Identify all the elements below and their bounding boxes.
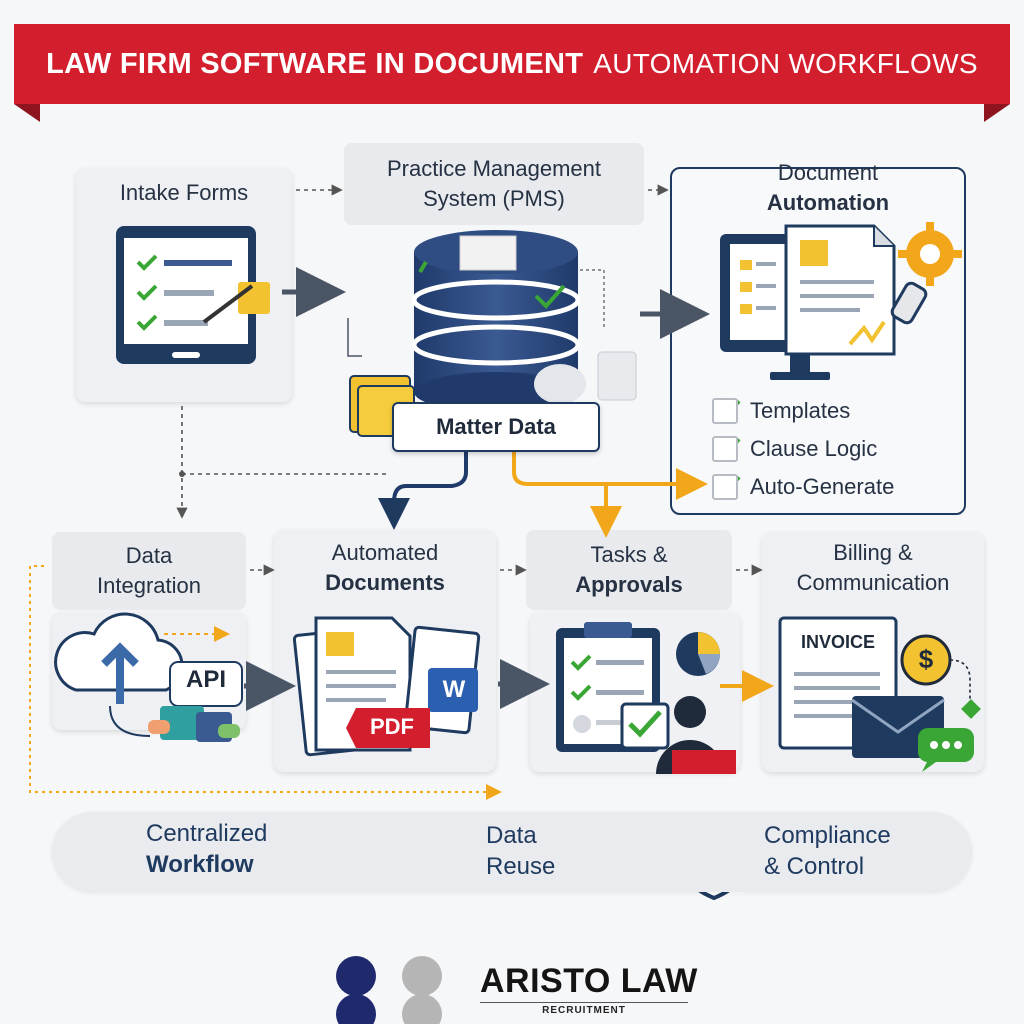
benefit-line1: Data	[486, 822, 537, 849]
automated-label: Automated Documents	[274, 538, 496, 597]
billing-line2: Communication	[796, 569, 950, 595]
check-item-templates: Templates	[712, 392, 894, 430]
logo-subtitle: RECRUITMENT	[480, 1002, 688, 1016]
logo-name: ARISTO LAW	[480, 962, 698, 1000]
benefit-data-reuse: Data Reuse	[486, 820, 555, 882]
monitor-document-icon	[720, 224, 896, 380]
docauto-label: Document Automation	[680, 158, 976, 217]
docauto-line2: Automation	[766, 189, 890, 215]
automated-line2: Documents	[325, 569, 445, 595]
tasks-line2: Approvals	[575, 572, 683, 597]
checkbox-icon	[712, 436, 738, 462]
banner-fold-left	[14, 104, 40, 122]
benefit-compliance: Compliance & Control	[764, 820, 891, 882]
docauto-line1: Document	[777, 160, 879, 185]
banner-fold-right	[984, 104, 1010, 122]
benefit-centralized: Centralized Workflow	[146, 818, 267, 880]
check-item-label: Clause Logic	[750, 436, 878, 461]
billing-line1: Billing &	[833, 540, 913, 565]
title-banner: LAW FIRM SOFTWARE IN DOCUMENT AUTOMATION…	[14, 24, 1010, 104]
integration-label-box: Data Integration	[52, 532, 246, 610]
chat-bubble-icon	[918, 728, 974, 772]
puzzle-icon	[148, 706, 240, 742]
pdf-label: PDF	[370, 714, 414, 739]
title-light: AUTOMATION WORKFLOWS	[593, 48, 978, 79]
pms-label-box: Practice Management System (PMS)	[344, 143, 644, 225]
tasks-label-box: Tasks & Approvals	[526, 530, 732, 610]
pie-chart-icon	[676, 632, 720, 676]
benefit-line1: Centralized	[146, 820, 268, 847]
check-item-clause-logic: Clause Logic	[712, 430, 894, 468]
billing-label: Billing & Communication	[762, 538, 984, 597]
benefit-line2: Reuse	[486, 853, 556, 881]
word-label: W	[442, 676, 466, 703]
benefit-line1: Compliance	[764, 822, 891, 849]
tablet-form-icon	[116, 226, 270, 364]
clipboard-check-icon	[556, 622, 670, 752]
benefit-line2: & Control	[764, 853, 865, 881]
currency-label: $	[918, 644, 934, 674]
pms-line2: System (PMS)	[423, 186, 565, 211]
benefit-line2: Workflow	[146, 851, 254, 879]
pms-line1: Practice Management	[387, 156, 601, 182]
docauto-checklist: Templates Clause Logic Auto-Generate	[712, 392, 894, 506]
integration-line2: Integration	[97, 573, 201, 598]
check-item-label: Auto-Generate	[750, 474, 895, 499]
invoice-label: INVOICE	[800, 632, 875, 652]
check-item-auto-generate: Auto-Generate	[712, 468, 894, 506]
gear-icon	[898, 222, 962, 286]
tasks-line1: Tasks &	[590, 542, 668, 568]
benefits-bar	[52, 812, 972, 892]
person-icon	[656, 696, 736, 774]
api-label: API	[185, 666, 226, 693]
automated-line1: Automated	[331, 540, 439, 565]
document-stack-icon	[292, 616, 481, 757]
checkbox-icon	[712, 474, 738, 500]
matter-data-label: Matter Data	[392, 402, 600, 452]
aristo-logo-mark	[336, 956, 442, 1024]
intake-label: Intake Forms	[119, 180, 249, 205]
check-item-label: Templates	[750, 398, 851, 423]
checkbox-icon	[712, 398, 738, 424]
cloud-upload-icon	[54, 612, 184, 704]
title-bold: LAW FIRM SOFTWARE IN DOCUMENT	[46, 47, 584, 80]
integration-line1: Data	[125, 543, 173, 569]
